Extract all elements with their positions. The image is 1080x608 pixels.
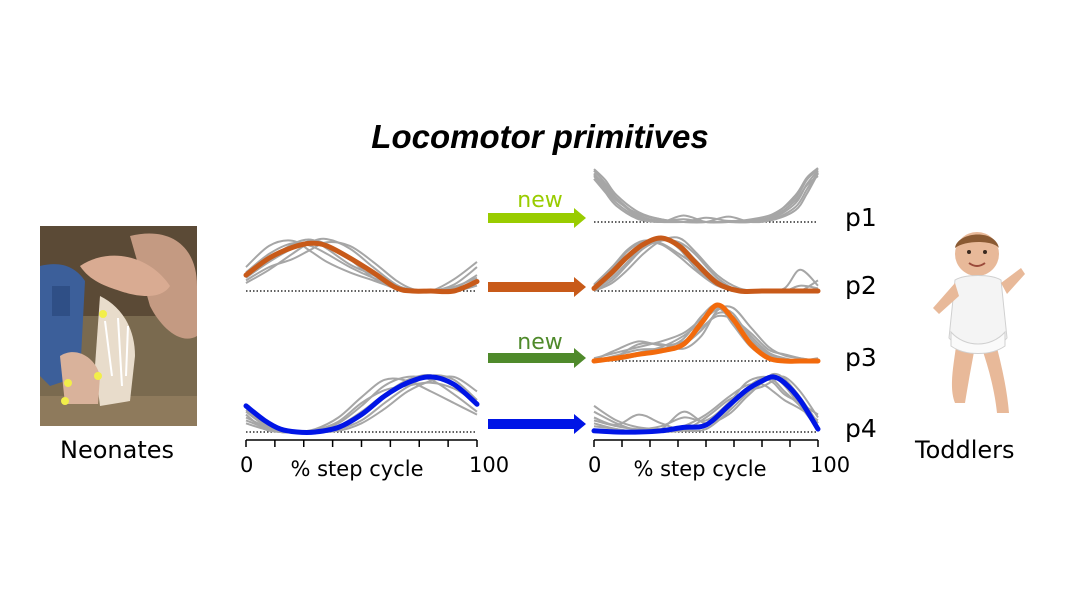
- arrow-p4: [488, 414, 586, 434]
- mean-curve-p2: [591, 235, 821, 295]
- new-label-p3: new: [517, 330, 562, 355]
- new-label-p1: new: [517, 188, 562, 213]
- individual-trace-p1-2: [593, 171, 819, 224]
- x-axis-label: % step cycle: [633, 457, 766, 481]
- x-tick-label-end: 100: [810, 453, 850, 477]
- toddlers-caption: Toddlers: [915, 436, 1015, 464]
- slide-title: Locomotor primitives: [371, 118, 709, 155]
- toddler-photo: [933, 232, 1025, 413]
- arrow-p2: [488, 277, 586, 297]
- arrow-p3: [488, 348, 586, 368]
- individual-trace-p3-1: [593, 311, 819, 363]
- mean-curve-p4: [243, 374, 480, 435]
- row-label-p3: p3: [845, 343, 877, 372]
- row-label-p4: p4: [845, 414, 877, 443]
- neonates-caption: Neonates: [60, 436, 174, 464]
- x-tick-label-start: 0: [588, 453, 601, 477]
- individual-trace-p4-5: [593, 375, 819, 431]
- mean-curve-p3: [591, 302, 821, 364]
- row-label-p1: p1: [845, 203, 877, 232]
- arrow-p1: [488, 208, 586, 228]
- individual-trace-p2-5: [593, 239, 819, 293]
- row-label-p2: p2: [845, 271, 877, 300]
- mean-curve-p4: [591, 374, 821, 435]
- x-tick-label-end: 100: [469, 453, 509, 477]
- individual-trace-p3-3: [593, 305, 819, 362]
- neonate-photo: [40, 226, 197, 426]
- x-axis-label: % step cycle: [290, 457, 423, 481]
- individual-trace-p3-5: [593, 314, 819, 362]
- x-tick-label-start: 0: [240, 453, 253, 477]
- mean-curve-p2: [243, 240, 480, 295]
- individual-trace-p1-6: [593, 167, 819, 224]
- individual-trace-p4-6: [245, 381, 478, 434]
